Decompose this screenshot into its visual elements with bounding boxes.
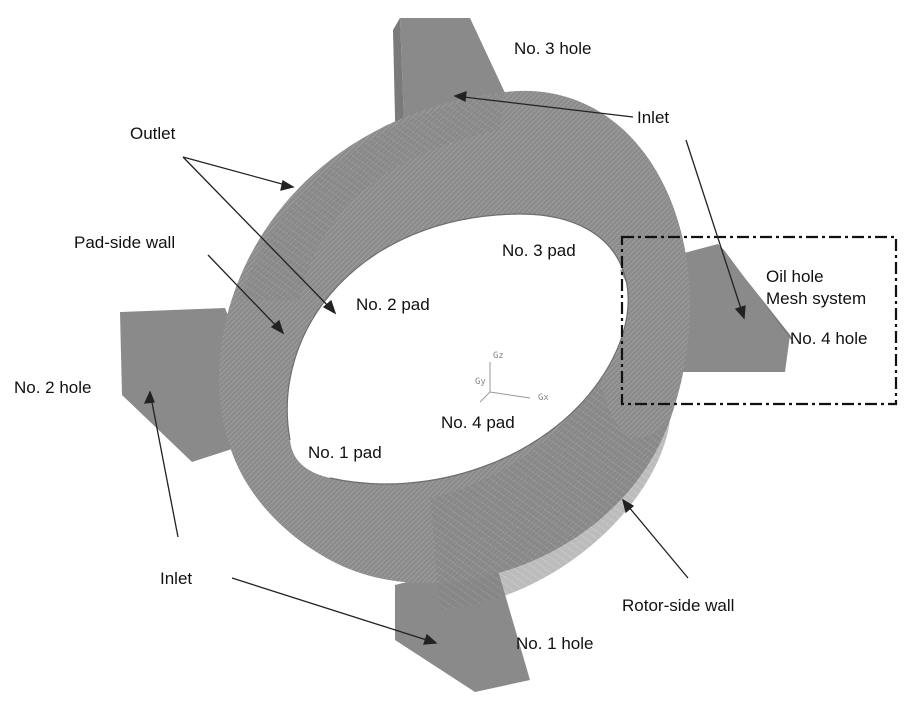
label-inlet-top: Inlet <box>637 108 670 127</box>
bearing-annulus <box>218 90 691 610</box>
label-no1-pad: No. 1 pad <box>308 443 382 462</box>
label-mesh-system: Mesh system <box>766 289 867 308</box>
label-no1-hole: No. 1 hole <box>516 634 594 653</box>
axis-gx: Gx <box>538 393 549 403</box>
label-outlet: Outlet <box>130 124 176 143</box>
label-pad-side-wall: Pad-side wall <box>74 233 176 252</box>
coordinate-axes: Gz Gy Gx <box>475 351 549 403</box>
axis-gz: Gz <box>493 351 504 361</box>
inner-surface-edge <box>286 213 629 485</box>
mesh-system-box <box>620 235 898 406</box>
label-no4-hole: No. 4 hole <box>790 329 868 348</box>
label-no3-hole: No. 3 hole <box>514 39 592 58</box>
label-oil-hole: Oil hole <box>766 267 824 286</box>
label-no2-hole: No. 2 hole <box>14 378 92 397</box>
label-no2-pad: No. 2 pad <box>356 295 430 314</box>
label-no3-pad: No. 3 pad <box>502 241 576 260</box>
leader-lines <box>143 91 746 645</box>
label-rotor-side-wall: Rotor-side wall <box>622 596 735 615</box>
label-inlet-bottom: Inlet <box>160 569 193 588</box>
axis-gy: Gy <box>475 377 486 387</box>
label-no4-pad: No. 4 pad <box>441 413 515 432</box>
